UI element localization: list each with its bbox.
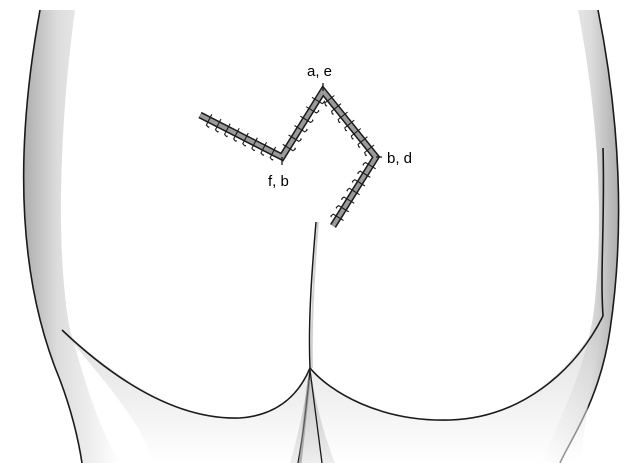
label-right-corner: b, d (387, 150, 412, 167)
label-left-corner: f, b (268, 173, 289, 190)
label-apex: a, e (307, 63, 332, 80)
